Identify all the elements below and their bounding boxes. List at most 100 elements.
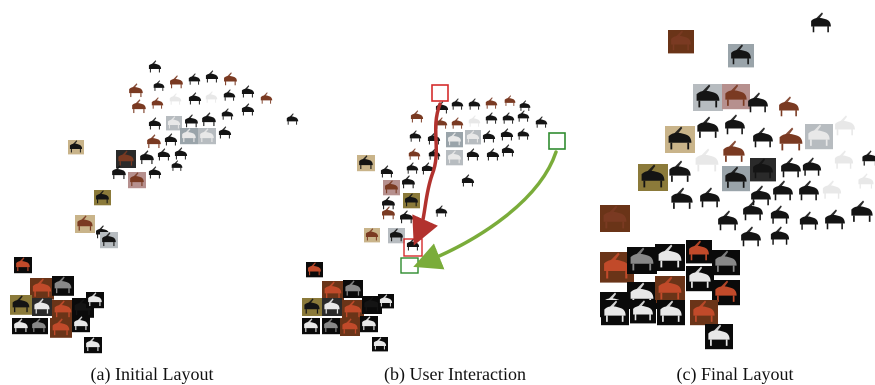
piano-thumbnail [383, 180, 400, 196]
piano-thumbnail [723, 140, 745, 162]
piano-thumbnail [322, 281, 344, 301]
source-marker-green [548, 132, 566, 150]
piano-thumbnail [171, 160, 183, 171]
piano-thumbnail [822, 180, 842, 199]
piano-thumbnail [188, 92, 202, 105]
piano-thumbnail [722, 84, 750, 110]
piano-thumbnail [669, 160, 691, 182]
piano-thumbnail [655, 276, 685, 303]
piano-thumbnail [202, 112, 216, 127]
piano-thumbnail [825, 209, 845, 230]
piano-thumbnail [630, 300, 656, 324]
piano-thumbnail [770, 205, 790, 224]
piano-thumbnail [153, 80, 165, 91]
piano-thumbnail [408, 148, 421, 160]
piano-thumbnail [466, 148, 480, 161]
panel-user-interaction [298, 0, 588, 360]
caption-initial-layout: (a) Initial Layout [90, 364, 214, 384]
piano-thumbnail [750, 158, 776, 182]
piano-thumbnail [343, 280, 363, 298]
piano-thumbnail [302, 318, 320, 335]
piano-thumbnail [224, 72, 237, 86]
piano-thumbnail [30, 278, 54, 300]
piano-thumbnail [485, 112, 498, 124]
piano-thumbnail [741, 226, 761, 247]
piano-thumbnail [382, 206, 395, 220]
piano-thumbnail [180, 128, 198, 145]
piano-thumbnail [241, 85, 255, 98]
piano-thumbnail [835, 115, 855, 136]
piano-thumbnail [862, 150, 875, 166]
piano-thumbnail [223, 89, 236, 101]
piano-thumbnail [84, 337, 102, 354]
piano-thumbnail [94, 190, 111, 206]
piano-thumbnail [671, 187, 693, 209]
piano-thumbnail [655, 244, 685, 271]
piano-thumbnail [52, 276, 74, 296]
piano-thumbnail [773, 180, 793, 201]
panel-final-layout [592, 0, 875, 360]
piano-thumbnail [693, 84, 723, 111]
piano-thumbnail [151, 97, 164, 109]
piano-thumbnail [700, 187, 720, 208]
piano-thumbnail [12, 318, 30, 335]
piano-thumbnail [340, 318, 360, 336]
piano-thumbnail [695, 148, 719, 172]
piano-thumbnail [665, 126, 695, 153]
piano-thumbnail [500, 128, 514, 141]
piano-thumbnail [722, 166, 750, 192]
piano-thumbnail [690, 300, 718, 326]
piano-thumbnail [834, 150, 854, 169]
piano-thumbnail [517, 128, 530, 140]
piano-thumbnail [372, 337, 388, 352]
piano-thumbnail [241, 103, 255, 116]
piano-thumbnail [482, 130, 496, 143]
piano-thumbnail [302, 298, 322, 316]
piano-thumbnail [451, 117, 464, 129]
piano-thumbnail [601, 300, 629, 326]
piano-thumbnail [697, 116, 719, 138]
piano-thumbnail [10, 295, 32, 315]
piano-thumbnail [86, 292, 104, 309]
piano-thumbnail [32, 298, 52, 316]
piano-thumbnail [185, 114, 198, 128]
piano-thumbnail [205, 91, 218, 103]
piano-thumbnail [811, 12, 831, 33]
piano-thumbnail [14, 257, 32, 274]
piano-thumbnail [380, 165, 394, 178]
piano-thumbnail [402, 175, 415, 189]
piano-thumbnail [221, 108, 234, 120]
piano-thumbnail [779, 96, 799, 117]
piano-thumbnail [802, 157, 822, 176]
piano-thumbnail [468, 115, 481, 127]
piano-thumbnail [322, 318, 340, 335]
piano-thumbnail [378, 294, 394, 309]
piano-thumbnail [770, 226, 790, 245]
piano-thumbnail [668, 30, 694, 54]
piano-thumbnail [342, 300, 364, 320]
piano-thumbnail [198, 128, 216, 145]
piano-thumbnail [364, 228, 380, 243]
piano-thumbnail [446, 132, 463, 148]
piano-thumbnail [406, 162, 419, 174]
piano-thumbnail [68, 140, 84, 155]
piano-thumbnail [169, 93, 182, 105]
piano-thumbnail [517, 110, 530, 122]
piano-thumbnail [72, 316, 90, 333]
piano-thumbnail [403, 193, 420, 209]
piano-thumbnail [129, 83, 143, 98]
piano-thumbnail [427, 132, 441, 145]
piano-thumbnail [858, 173, 874, 189]
piano-thumbnail [851, 200, 873, 222]
piano-thumbnail [388, 228, 405, 244]
piano-thumbnail [781, 157, 801, 178]
piano-thumbnail [218, 126, 232, 139]
piano-thumbnail [116, 150, 136, 168]
piano-thumbnail [410, 110, 424, 123]
piano-thumbnail [485, 97, 498, 109]
red-drag-arrow [412, 102, 442, 246]
piano-thumbnail [461, 174, 475, 187]
piano-thumbnail [686, 266, 714, 292]
piano-thumbnail [451, 98, 464, 110]
piano-thumbnail [362, 296, 382, 314]
